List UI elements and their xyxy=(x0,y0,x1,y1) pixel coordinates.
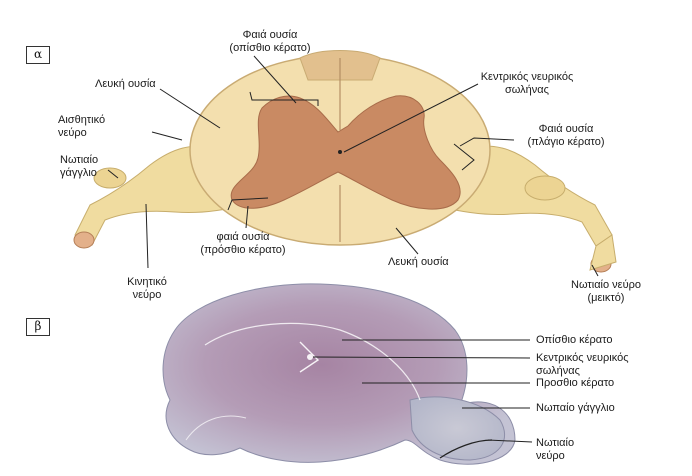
label-white-matter-top: Λευκή ουσία xyxy=(95,78,156,90)
histology-section xyxy=(162,283,516,465)
label-spinal-nerve-mixed: Νωτιαίο νεύρο (μεικτό) xyxy=(571,279,641,304)
leader-lines-panel-a xyxy=(107,55,599,277)
label-anterior-horn: Προσθιο κέρατο xyxy=(536,377,615,389)
gray-matter-butterfly xyxy=(230,95,461,210)
label-gray-matter-anterior-horn: φαιά ουσία (πρόσθιο κέρατο) xyxy=(200,231,286,256)
panel-a-tag: α xyxy=(26,46,50,64)
label-central-canal: Κεντρικός νευρικός σωλήνας xyxy=(480,71,574,96)
leader-lines-panel-b xyxy=(312,339,533,443)
label-spinal-ganglion: Νωτιαίο γάγγλιο xyxy=(60,154,99,179)
label-posterior-horn: Οπίσθιο κέρατο xyxy=(536,334,613,346)
label-spinal-ganglion-b: Νωπαίο γάγγλιο xyxy=(536,402,615,414)
panel-b-tag: β xyxy=(26,318,50,336)
label-gray-matter-lateral-horn: Φαιά ουσία (πλάγιο κέρατο) xyxy=(527,123,605,148)
label-motor-nerve: Κινητικό νεύρο xyxy=(127,276,167,301)
label-sensory-nerve: Αισθητικό νεύρο xyxy=(58,114,106,139)
label-white-matter-bottom: Λευκή ουσία xyxy=(388,256,449,268)
label-central-canal-b: Κεντρικός νευρικός σωλήνας xyxy=(536,352,629,377)
label-gray-matter-posterior-horn: Φαιά ουσία (οπίσθιο κέρατο) xyxy=(229,29,311,54)
label-spinal-nerve-b: Νωτιαίο νεύρο xyxy=(536,437,575,462)
